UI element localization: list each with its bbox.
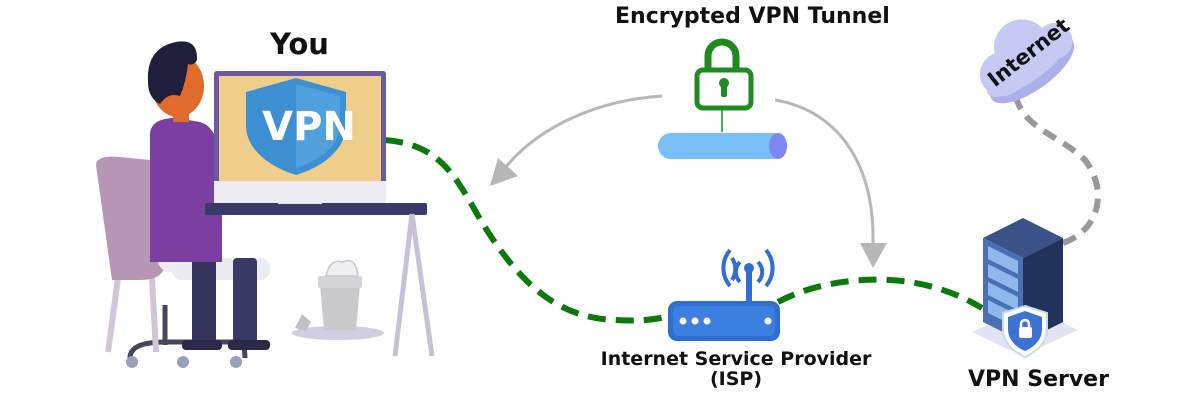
desk — [205, 203, 435, 357]
isp-label-line1: Internet Service Provider — [600, 348, 872, 370]
cloud-icon — [979, 19, 1075, 104]
arrowhead-to-isp — [860, 243, 887, 268]
vpn-shield-icon — [246, 78, 346, 175]
vpn-server-label: VPN Server — [968, 367, 1109, 392]
tunnel-label: Encrypted VPN Tunnel — [615, 4, 890, 29]
isp-label-line2: (ISP) — [709, 368, 763, 390]
you-label: You — [270, 27, 329, 61]
arrowhead-to-user — [490, 158, 518, 186]
monitor-vpn-text: VPN — [262, 104, 356, 150]
arrow-to-isp — [774, 98, 875, 246]
dashed-link-user-to-isp — [384, 137, 673, 324]
lock-icon — [694, 38, 754, 132]
wifi-router-icon — [668, 248, 780, 341]
shield-icon — [1002, 304, 1048, 359]
isp-label: Internet Service Provider (ISP) — [584, 349, 888, 389]
trash-bin-icon — [292, 259, 384, 340]
arrow-to-user — [503, 94, 663, 169]
dashed-link-isp-to-server — [776, 276, 984, 311]
dashed-link-server-to-internet — [1012, 91, 1101, 246]
pipe-tunnel-icon — [658, 133, 787, 159]
